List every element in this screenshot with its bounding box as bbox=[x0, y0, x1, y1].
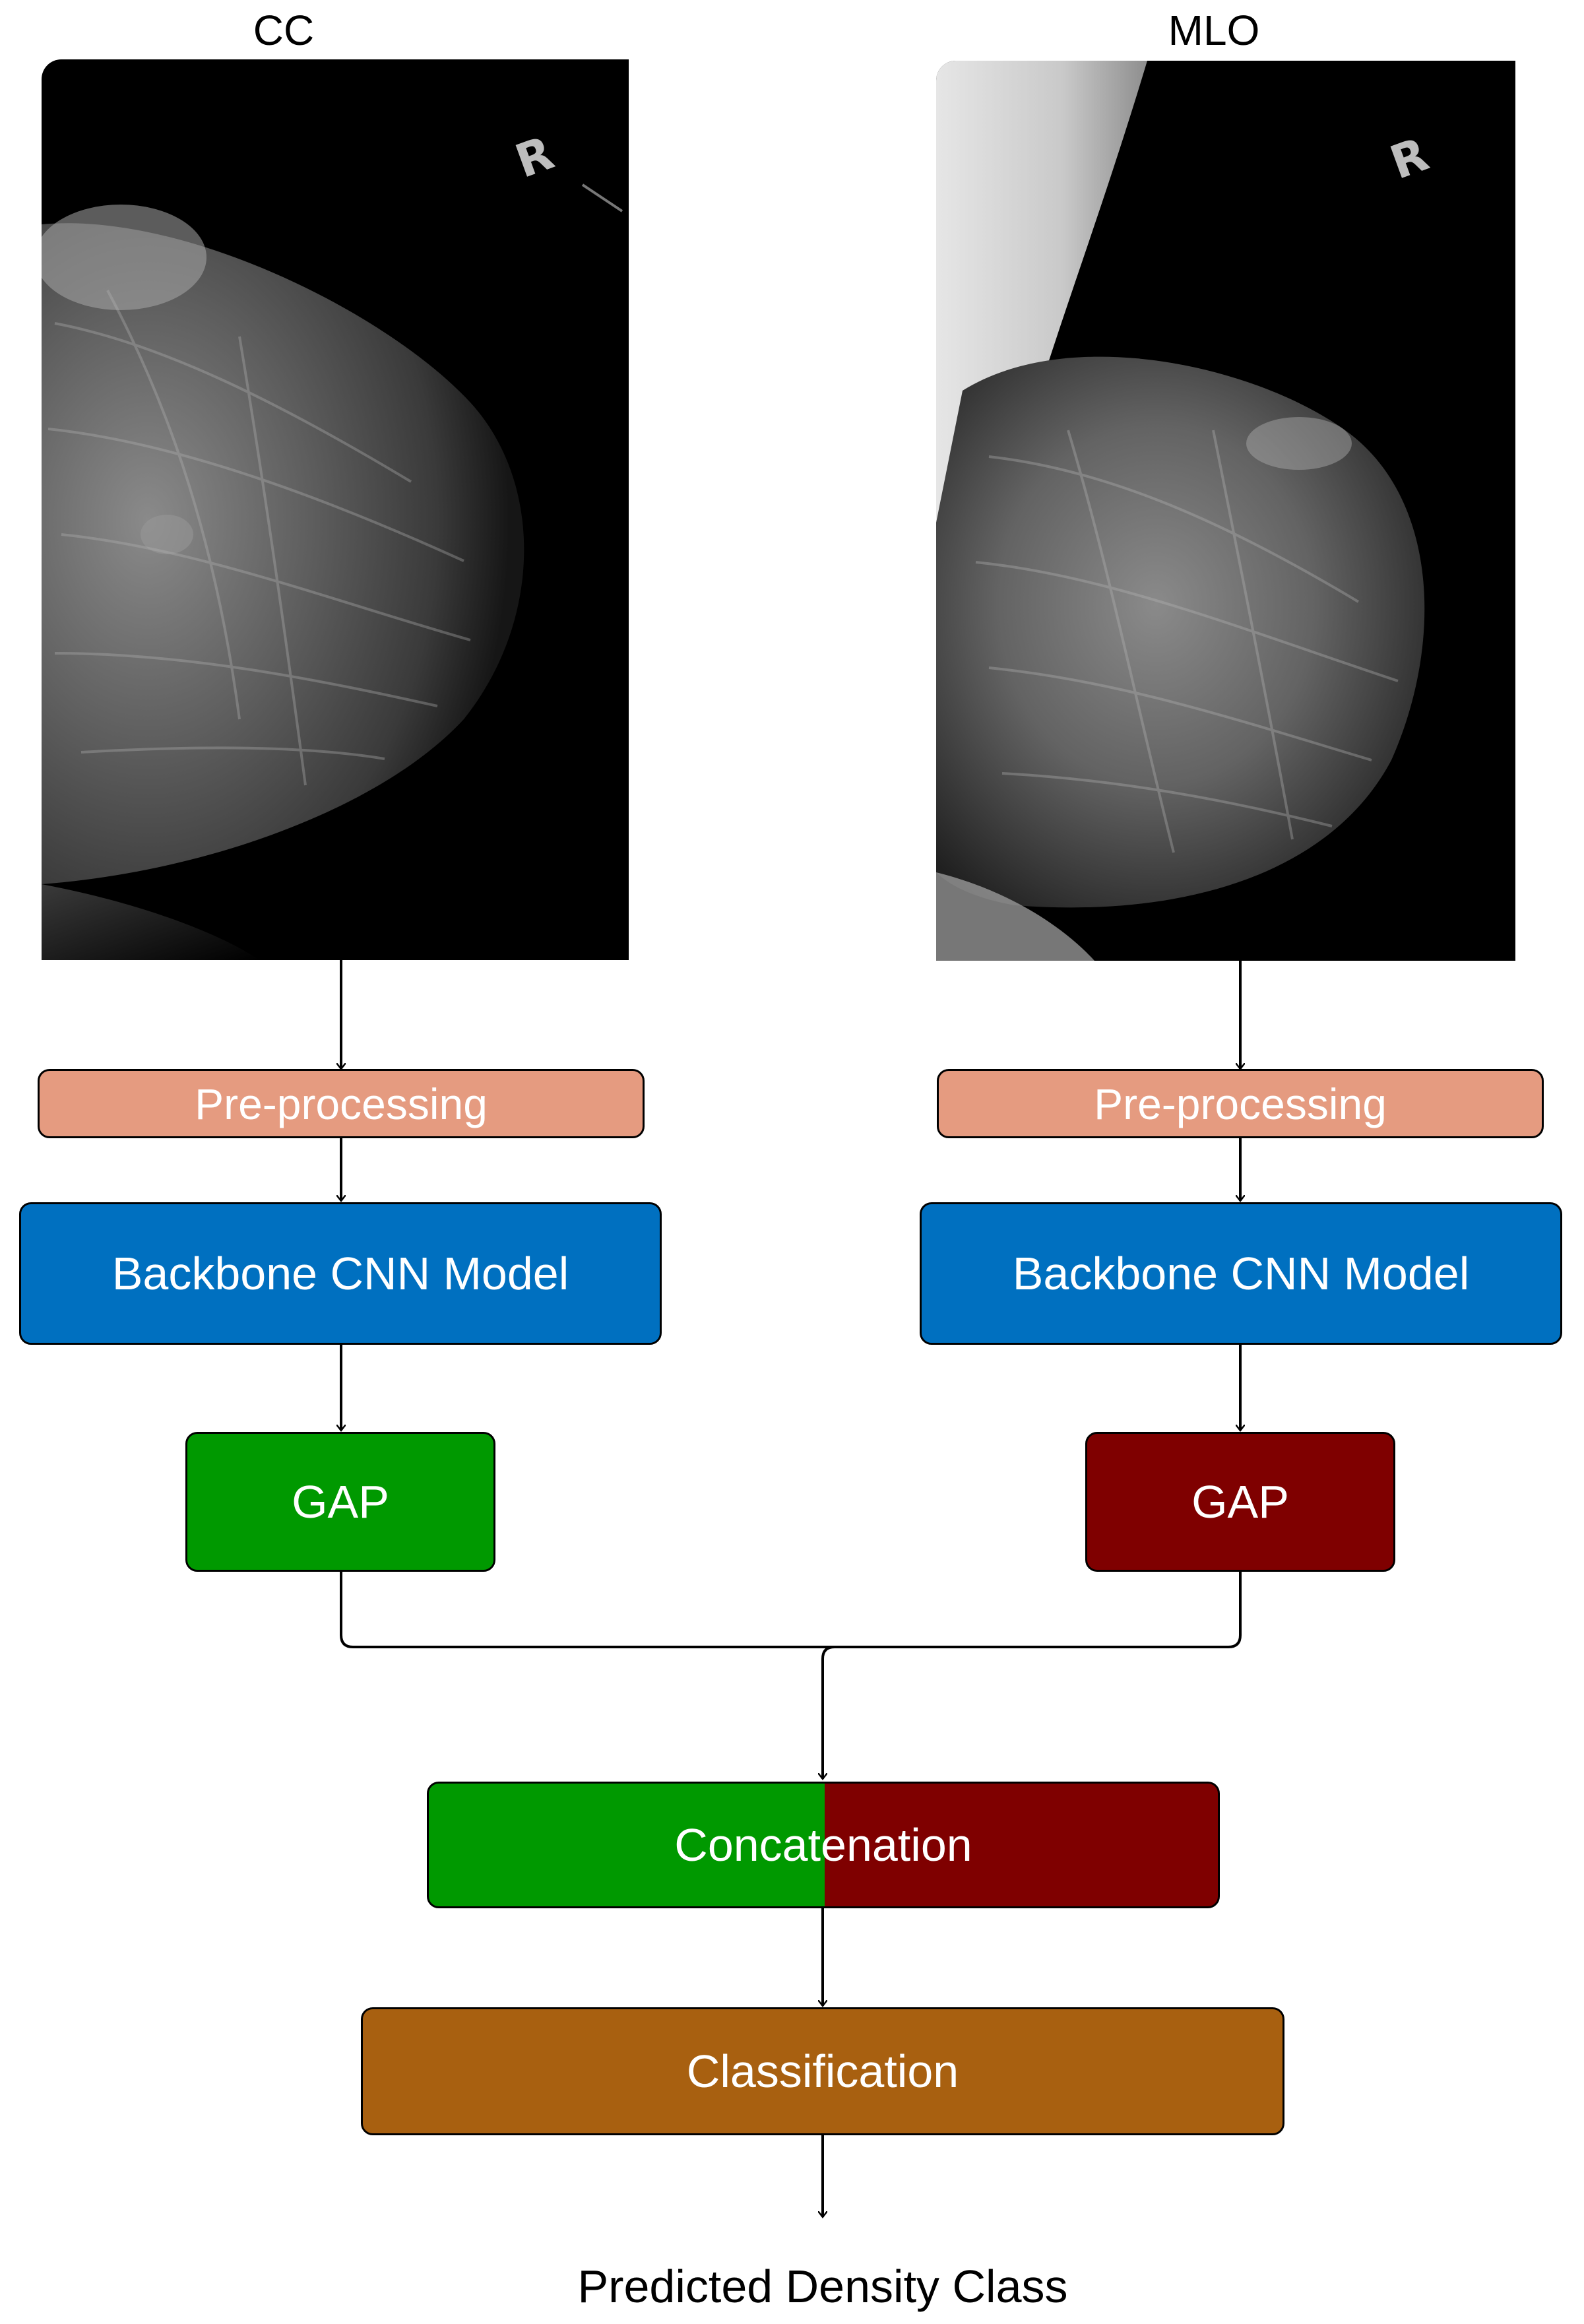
mlo-backbone-box: Backbone CNN Model bbox=[920, 1202, 1562, 1345]
cc-gap-box: GAP bbox=[185, 1432, 495, 1572]
mlo-backbone-label: Backbone CNN Model bbox=[1012, 1248, 1470, 1299]
mlo-gap-box: GAP bbox=[1085, 1432, 1395, 1572]
classification-box: Classification bbox=[361, 2007, 1284, 2135]
cc-preprocessing-box: Pre-processing bbox=[38, 1069, 645, 1138]
mlo-preprocessing-box: Pre-processing bbox=[937, 1069, 1544, 1138]
cc-view-label: CC bbox=[253, 7, 315, 54]
cc-backbone-box: Backbone CNN Model bbox=[19, 1202, 662, 1345]
cc-preprocessing-label: Pre-processing bbox=[195, 1079, 488, 1128]
predicted-density-class-label: Predicted Density Class bbox=[577, 2261, 1068, 2312]
cc-gap-label: GAP bbox=[292, 1476, 389, 1528]
mlo-view-label: MLO bbox=[1168, 7, 1260, 54]
mlo-mammogram-image: R bbox=[936, 61, 1515, 961]
mlo-breast-tissue: R bbox=[936, 61, 1435, 961]
cc-breast-tissue: R bbox=[42, 125, 623, 960]
classification-label: Classification bbox=[686, 2046, 959, 2097]
mlo-gap-label: GAP bbox=[1191, 1476, 1289, 1528]
concatenation-box: Concatenation bbox=[427, 1782, 1220, 1908]
cc-mammogram-image: R bbox=[42, 59, 629, 960]
mlo-preprocessing-label: Pre-processing bbox=[1094, 1079, 1387, 1128]
concatenation-label: Concatenation bbox=[674, 1819, 972, 1871]
cc-backbone-label: Backbone CNN Model bbox=[111, 1248, 569, 1299]
